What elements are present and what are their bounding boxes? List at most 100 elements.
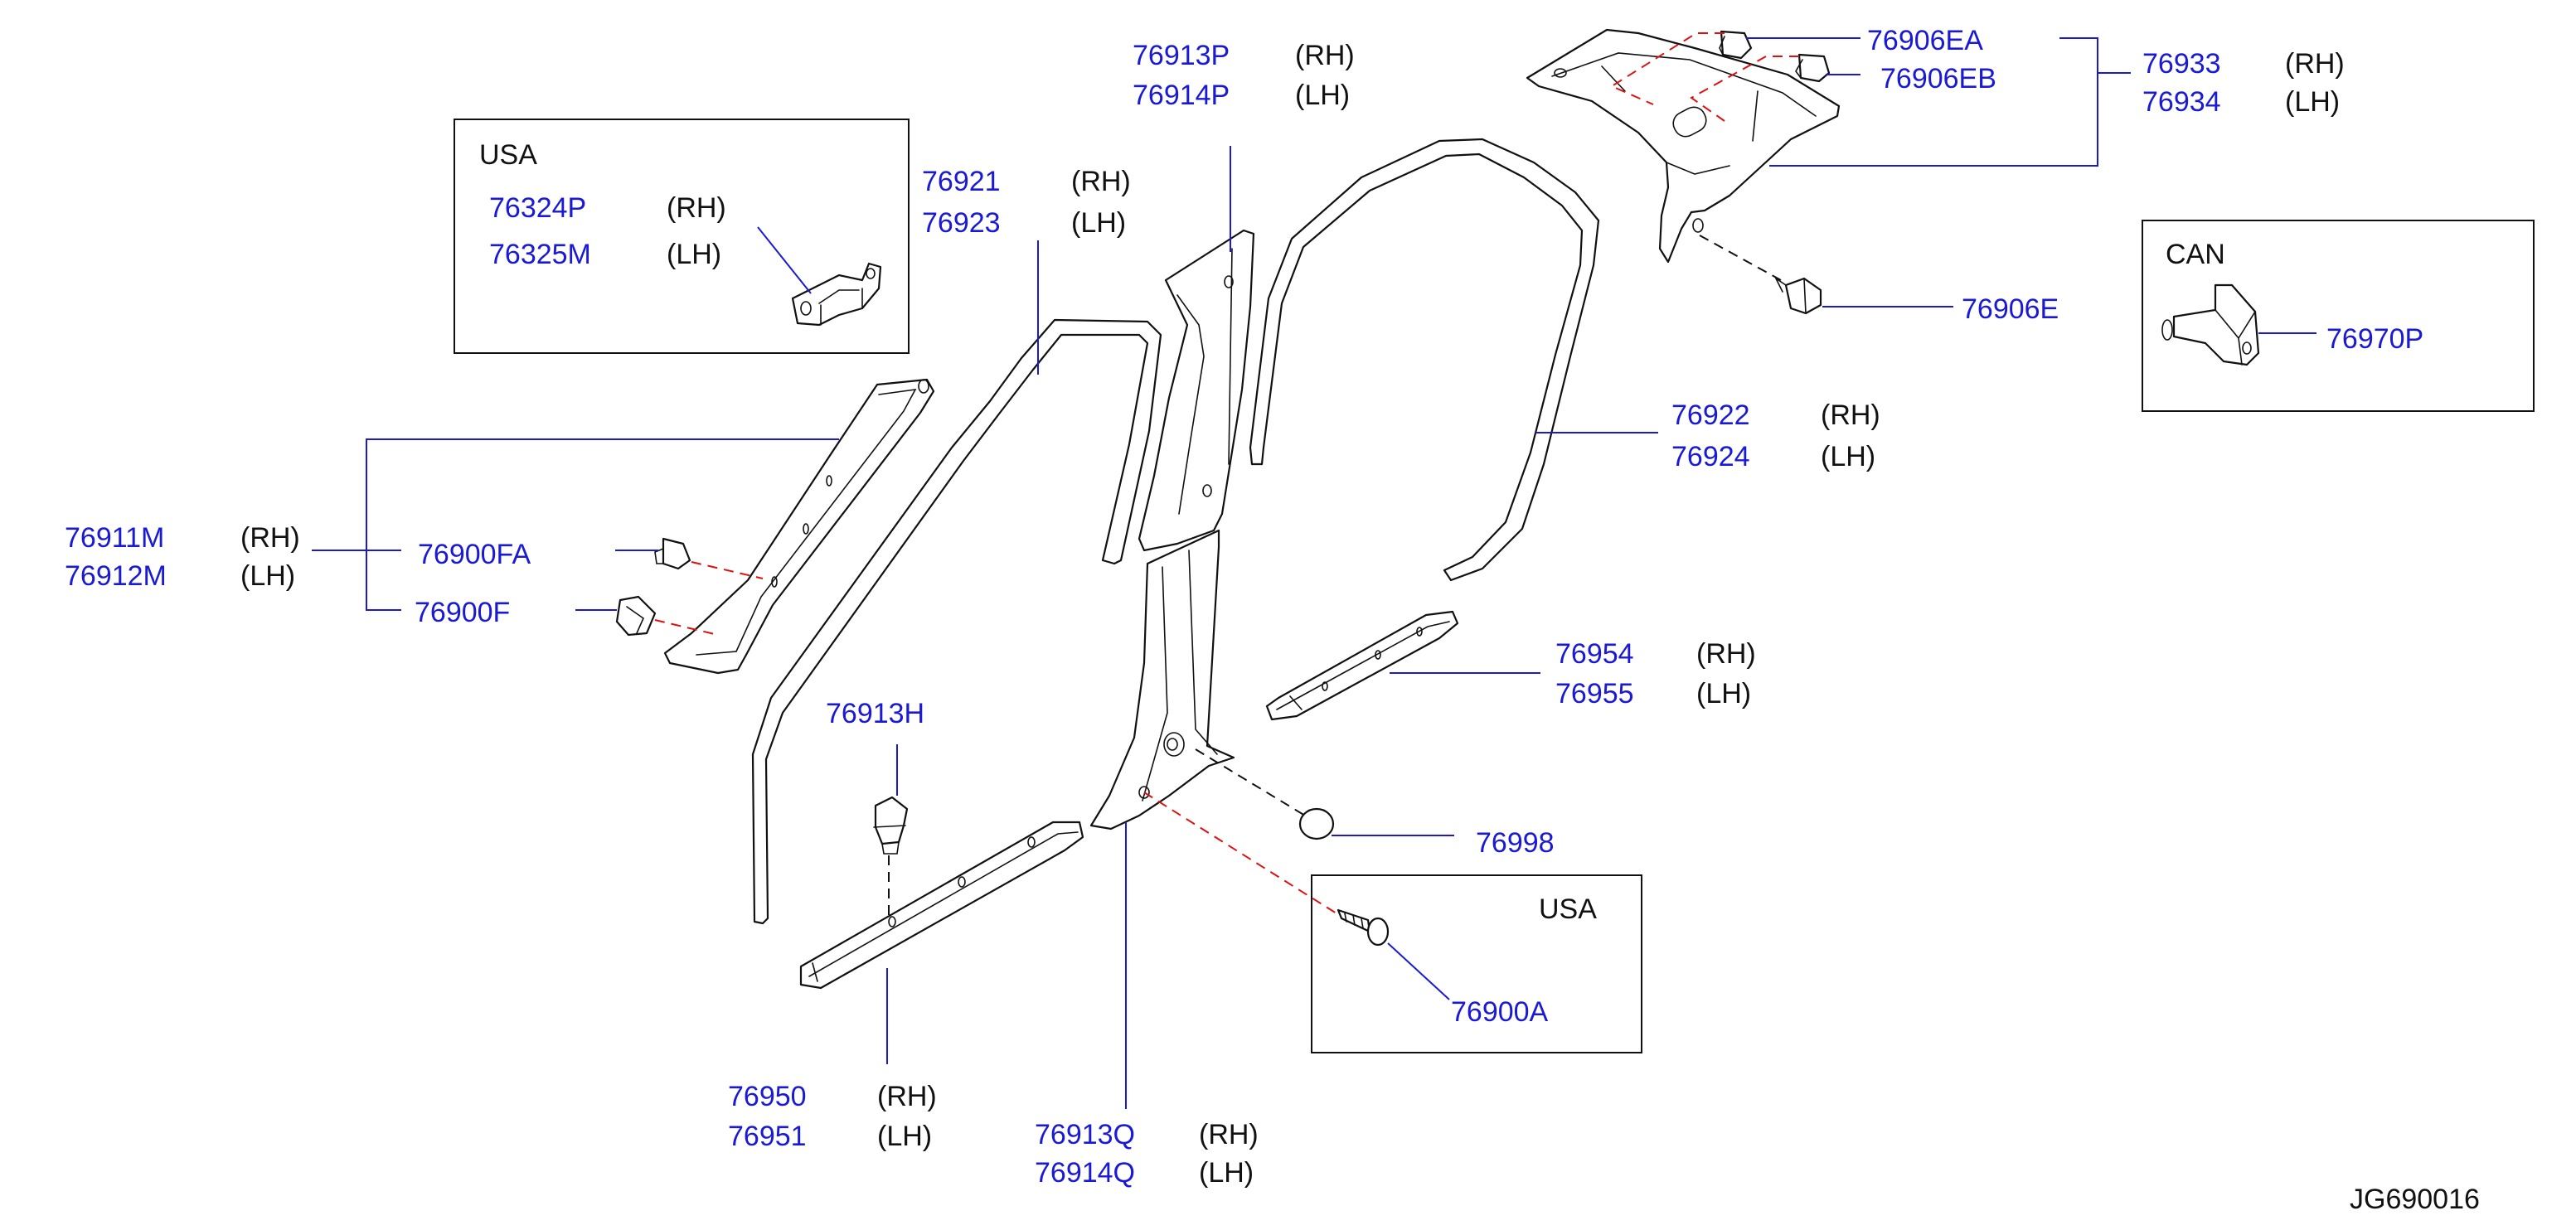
callout-76913q[interactable]: 76913Q (RH) <box>1035 1119 1259 1150</box>
part-number-76900fa[interactable]: 76900FA <box>418 539 531 570</box>
part-number-76900a[interactable]: 76900A <box>1451 996 1549 1028</box>
side-76951: (LH) <box>877 1121 932 1152</box>
clip-76900fa-drawing[interactable] <box>654 537 691 570</box>
part-number-76906ea[interactable]: 76906EA <box>1867 25 1983 56</box>
part-number-76950[interactable]: 76950 <box>728 1081 807 1112</box>
part-number-76922[interactable]: 76922 <box>1671 400 1750 431</box>
part-number-76324p[interactable]: 76324P <box>489 192 586 224</box>
part-number-76951[interactable]: 76951 <box>728 1121 807 1152</box>
side-76324p: (RH) <box>667 192 726 224</box>
callout-76900f[interactable]: 76900F <box>415 597 510 628</box>
callout-76998[interactable]: 76998 <box>1476 827 1555 859</box>
part-number-76921[interactable]: 76921 <box>922 166 1001 197</box>
front-door-weatherstrip-drawing[interactable] <box>751 318 1162 925</box>
part-number-76911m[interactable]: 76911M <box>65 522 164 554</box>
side-76913p: (RH) <box>1295 40 1355 71</box>
callout-76922[interactable]: 76922 (RH) <box>1671 400 1880 431</box>
part-number-76954[interactable]: 76954 <box>1555 638 1634 670</box>
front-pillar-garnish-drawing[interactable] <box>663 378 935 675</box>
side-76911m: (RH) <box>240 522 300 554</box>
part-number-76923[interactable]: 76923 <box>922 207 1001 239</box>
part-number-76913p[interactable]: 76913P <box>1133 40 1230 71</box>
rear-door-weatherstrip-drawing[interactable] <box>1249 138 1600 582</box>
part-number-76934[interactable]: 76934 <box>2142 86 2221 118</box>
can-box-title: CAN <box>2166 239 2225 270</box>
callout-76933[interactable]: 76933 (RH) <box>2142 48 2345 80</box>
part-number-76924[interactable]: 76924 <box>1671 441 1750 472</box>
clip-76906eb-drawing[interactable] <box>1795 53 1831 83</box>
screw-76900a-drawing[interactable] <box>1337 908 1390 947</box>
clip-76913h-drawing[interactable] <box>873 796 909 855</box>
side-76913q: (RH) <box>1199 1119 1259 1150</box>
diagram-code: JG690016 <box>2350 1184 2480 1215</box>
part-number-76998[interactable]: 76998 <box>1476 827 1555 859</box>
clip-76900f-drawing[interactable] <box>615 595 657 637</box>
callout-76906e[interactable]: 76906E <box>1962 293 2059 325</box>
usa-bottom-box-title: USA <box>1539 893 1597 925</box>
usa-bottom-box: USA <box>1311 874 1642 1053</box>
callout-76914p[interactable]: 76914P (LH) <box>1133 80 1350 111</box>
callout-76924[interactable]: 76924 (LH) <box>1671 441 1875 472</box>
part-number-76933[interactable]: 76933 <box>2142 48 2221 80</box>
part-number-76913h[interactable]: 76913H <box>826 698 924 729</box>
rear-pillar-finisher-drawing[interactable] <box>1526 28 1841 264</box>
callout-76970p[interactable]: 76970P <box>2326 323 2423 355</box>
upper-center-pillar-garnish-drawing[interactable] <box>1138 229 1255 552</box>
front-kicking-plate-drawing[interactable] <box>799 821 1084 990</box>
callout-76950[interactable]: 76950 (RH) <box>728 1081 937 1112</box>
callout-76906eb[interactable]: 76906EB <box>1880 63 1996 94</box>
side-76912m: (LH) <box>240 560 295 592</box>
callout-76954[interactable]: 76954 (RH) <box>1555 638 1756 670</box>
callout-76934[interactable]: 76934 (LH) <box>2142 86 2340 118</box>
part-number-76914q[interactable]: 76914Q <box>1035 1157 1135 1189</box>
can-box: CAN <box>2142 220 2535 412</box>
callout-76325m[interactable]: 76325M (LH) <box>489 239 721 270</box>
side-76914q: (LH) <box>1199 1157 1254 1189</box>
usa-top-box-title: USA <box>479 139 537 171</box>
clip-76906ea-drawing[interactable] <box>1719 30 1753 60</box>
part-number-76913q[interactable]: 76913Q <box>1035 1119 1135 1150</box>
guide-lines <box>654 32 1799 920</box>
callout-76913p[interactable]: 76913P (RH) <box>1133 40 1355 71</box>
part-number-76912m[interactable]: 76912M <box>65 560 167 592</box>
side-76933: (RH) <box>2285 48 2345 80</box>
side-76922: (RH) <box>1821 400 1880 431</box>
callout-76914q[interactable]: 76914Q (LH) <box>1035 1157 1254 1189</box>
part-number-76914p[interactable]: 76914P <box>1133 80 1230 111</box>
part-number-76906eb[interactable]: 76906EB <box>1880 63 1996 94</box>
side-76914p: (LH) <box>1295 80 1350 111</box>
callout-76900a[interactable]: 76900A <box>1451 996 1549 1028</box>
part-number-76900f[interactable]: 76900F <box>415 597 510 628</box>
lower-center-pillar-garnish-drawing[interactable] <box>1089 529 1235 830</box>
side-76924: (LH) <box>1821 441 1875 472</box>
part-number-76955[interactable]: 76955 <box>1555 678 1634 709</box>
side-76325m: (LH) <box>667 239 721 270</box>
side-76954: (RH) <box>1696 638 1756 670</box>
part-number-76325m[interactable]: 76325M <box>489 239 591 270</box>
plug-76998-drawing[interactable] <box>1298 807 1335 840</box>
part-number-76906e[interactable]: 76906E <box>1962 293 2059 325</box>
callout-76912m[interactable]: 76912M (LH) <box>65 560 295 592</box>
callout-76955[interactable]: 76955 (LH) <box>1555 678 1751 709</box>
clip-76906e-drawing[interactable] <box>1773 276 1822 315</box>
callout-76906ea[interactable]: 76906EA <box>1867 25 1983 56</box>
rear-kicking-plate-drawing[interactable] <box>1265 610 1459 721</box>
callout-76900fa[interactable]: 76900FA <box>418 539 531 570</box>
callout-76923[interactable]: 76923 (LH) <box>922 207 1126 239</box>
callout-76324p[interactable]: 76324P (RH) <box>489 192 726 224</box>
callout-76913h[interactable]: 76913H <box>826 698 924 729</box>
side-76923: (LH) <box>1071 207 1126 239</box>
usa-top-box: USA <box>454 119 910 354</box>
bracket-76324p-drawing[interactable] <box>791 262 882 327</box>
callout-76921[interactable]: 76921 (RH) <box>922 166 1131 197</box>
part-number-76970p[interactable]: 76970P <box>2326 323 2423 355</box>
side-76955: (LH) <box>1696 678 1751 709</box>
side-76934: (LH) <box>2285 86 2340 118</box>
callout-76951[interactable]: 76951 (LH) <box>728 1121 932 1152</box>
side-76921: (RH) <box>1071 166 1131 197</box>
callout-76911m[interactable]: 76911M (RH) <box>65 522 300 554</box>
bracket-76970p-drawing[interactable] <box>2161 283 2260 366</box>
side-76950: (RH) <box>877 1081 937 1112</box>
leader-lines <box>312 37 2316 1109</box>
